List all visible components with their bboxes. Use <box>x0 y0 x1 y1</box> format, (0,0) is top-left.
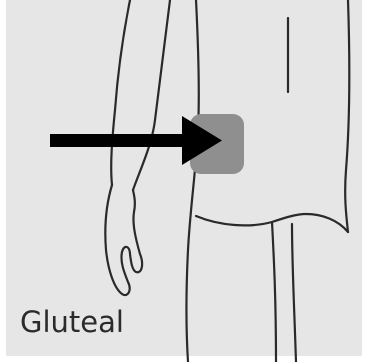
illustration-background <box>6 0 362 356</box>
caption-label: Gluteal <box>20 308 124 337</box>
